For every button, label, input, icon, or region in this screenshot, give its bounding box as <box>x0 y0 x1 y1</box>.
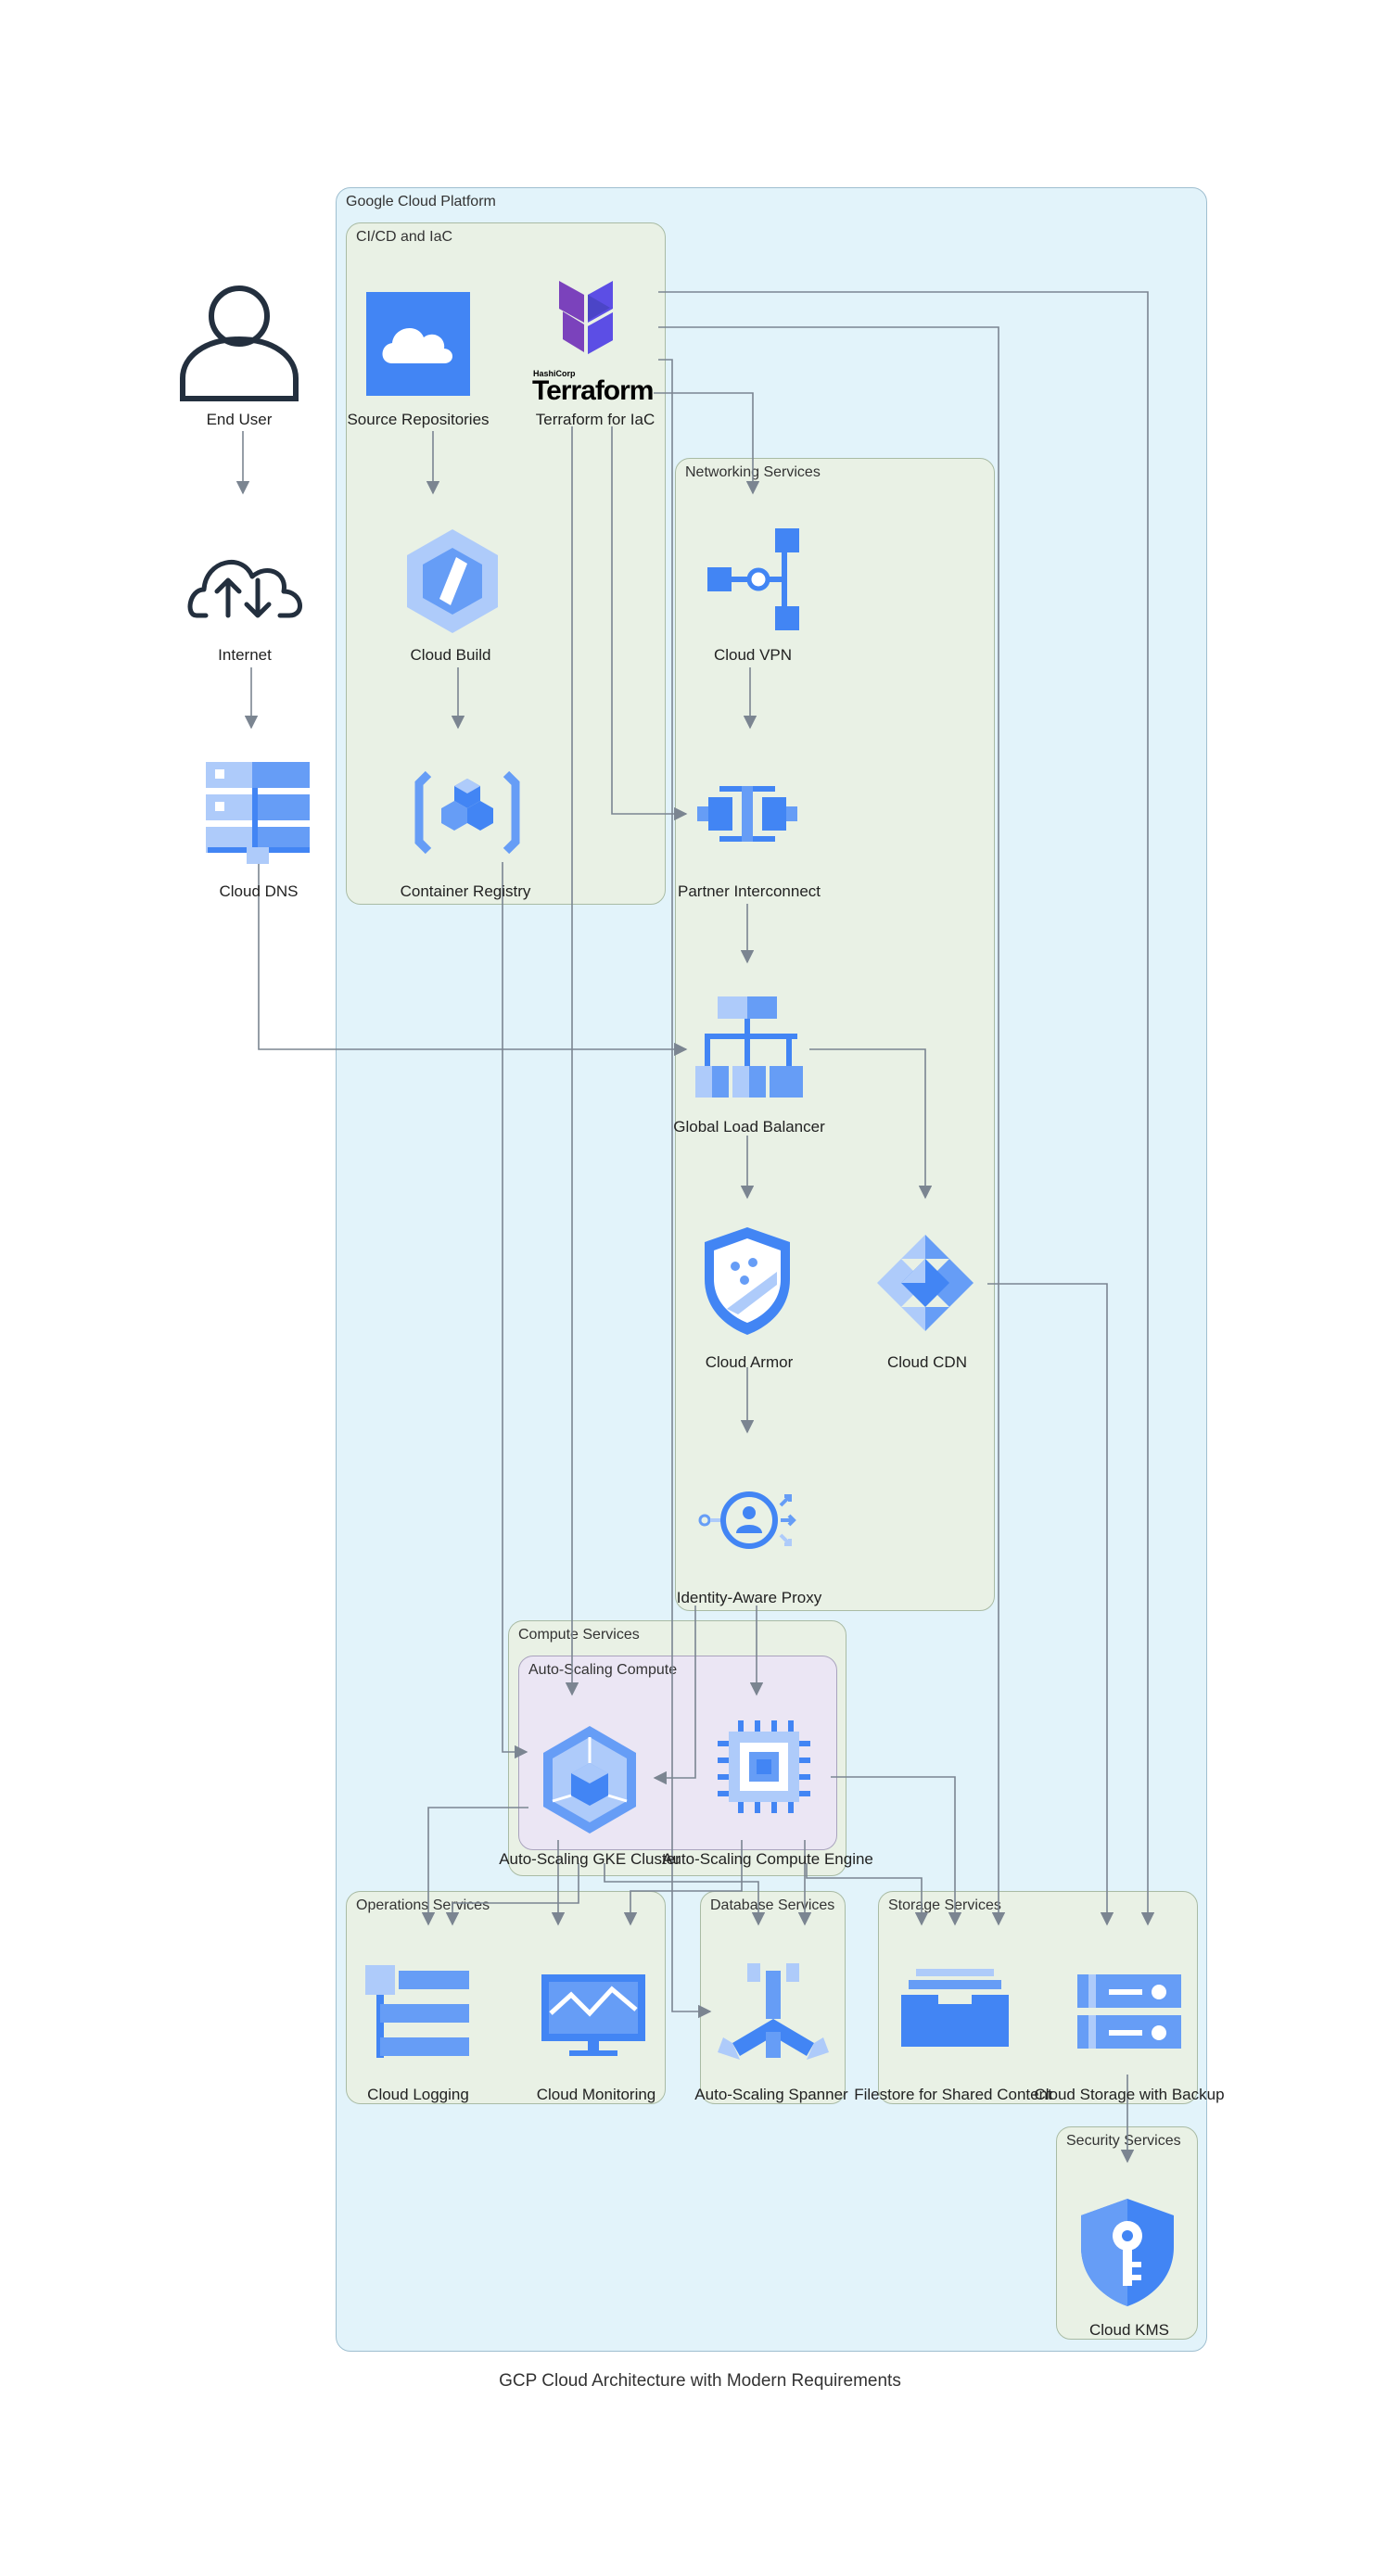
edge-tf-vpn <box>654 392 760 495</box>
edge-gke-logging <box>421 1807 528 1926</box>
cloud-storage-icon <box>1077 1974 1181 2049</box>
edge-cdn-storage <box>987 1283 1114 1926</box>
label-filestore: Filestore for Shared Content <box>854 2086 1052 2103</box>
edge-gce-logging <box>623 1840 743 1926</box>
partner-interconnect-icon <box>697 786 797 842</box>
cloud-build-icon <box>407 529 498 633</box>
gke-icon <box>543 1726 636 1834</box>
cluster-database-title: Database Services <box>710 1897 835 1913</box>
cloud-cdn-icon <box>877 1235 974 1331</box>
terraform-wordmark-small: HashiCorp <box>533 369 576 378</box>
cluster-cicd-title: CI/CD and IaC <box>356 229 453 245</box>
edge-registry-gke <box>502 862 528 1759</box>
cluster-compute-title: Compute Services <box>518 1627 640 1643</box>
diagram-title: GCP Cloud Architecture with Modern Requi… <box>499 2371 901 2391</box>
cloud-transfer-icon <box>187 560 302 618</box>
identity-aware-proxy-icon <box>698 1491 796 1549</box>
edge-gke-filestore <box>445 1863 579 1926</box>
cloud-monitoring-icon <box>541 1974 645 2056</box>
edge-gce-storage <box>806 1863 929 1926</box>
label-internet: Internet <box>218 646 272 664</box>
label-cloud-logging: Cloud Logging <box>367 2086 469 2103</box>
edge-iap-gke <box>653 1605 696 1785</box>
edge-gke-spanner <box>604 1863 766 1926</box>
label-cloud-storage: Cloud Storage with Backup <box>1034 2086 1225 2103</box>
cloud-armor-icon <box>705 1227 790 1335</box>
label-cloud-cdn: Cloud CDN <box>887 1353 967 1371</box>
label-cloud-armor: Cloud Armor <box>705 1353 794 1371</box>
edge-tf-filestore <box>658 326 1006 1926</box>
label-identity-aware-proxy: Identity-Aware Proxy <box>676 1589 822 1606</box>
label-cloud-vpn: Cloud VPN <box>713 646 793 664</box>
terraform-wordmark: Terraform <box>532 375 654 406</box>
cluster-storage-title: Storage Services <box>888 1897 1001 1913</box>
label-source-repositories: Source Repositories <box>347 411 490 428</box>
filestore-icon <box>901 1969 1009 2047</box>
cloud-vpn-icon <box>707 528 799 630</box>
load-balancer-icon <box>695 996 803 1098</box>
cloud-dns-icon <box>206 762 310 864</box>
source-repositories-icon <box>366 292 470 396</box>
label-partner-interconnect: Partner Interconnect <box>677 882 821 900</box>
cloud-kms-icon <box>1081 2199 1174 2306</box>
label-cloud-build: Cloud Build <box>410 646 491 664</box>
cluster-autoscaling-title: Auto-Scaling Compute <box>528 1662 678 1678</box>
user-icon <box>180 286 299 401</box>
label-end-user: End User <box>206 411 273 428</box>
edge-dns-lb <box>258 862 688 1057</box>
cloud-spanner-icon <box>718 1963 829 2060</box>
edge-lb-cdn <box>809 1048 933 1199</box>
label-container-registry: Container Registry <box>400 882 531 900</box>
terraform-logo-icon <box>559 281 613 354</box>
edge-tf-interconnect <box>611 426 688 821</box>
label-gke: Auto-Scaling GKE Cluster <box>499 1850 681 1868</box>
compute-engine-icon <box>718 1720 810 1813</box>
cluster-gcp-title: Google Cloud Platform <box>346 194 496 209</box>
label-cloud-dns: Cloud DNS <box>219 882 299 900</box>
label-cloud-kms: Cloud KMS <box>1089 2321 1169 2339</box>
cloud-logging-icon <box>365 1965 469 2058</box>
label-cloud-monitoring: Cloud Monitoring <box>536 2086 656 2103</box>
label-spanner: Auto-Scaling Spanner <box>694 2086 848 2103</box>
cluster-operations-title: Operations Services <box>356 1897 490 1913</box>
edge-gce-monitoring <box>831 1776 962 1926</box>
container-registry-icon <box>414 770 520 855</box>
edge-tf-spanner <box>658 359 712 2019</box>
label-terraform: Terraform for IaC <box>535 411 655 428</box>
cluster-security-title: Security Services <box>1066 2133 1181 2149</box>
label-global-load-balancer: Global Load Balancer <box>673 1118 825 1136</box>
edge-tf-storage <box>658 291 1155 1926</box>
label-compute-engine: Auto-Scaling Compute Engine <box>662 1850 873 1868</box>
